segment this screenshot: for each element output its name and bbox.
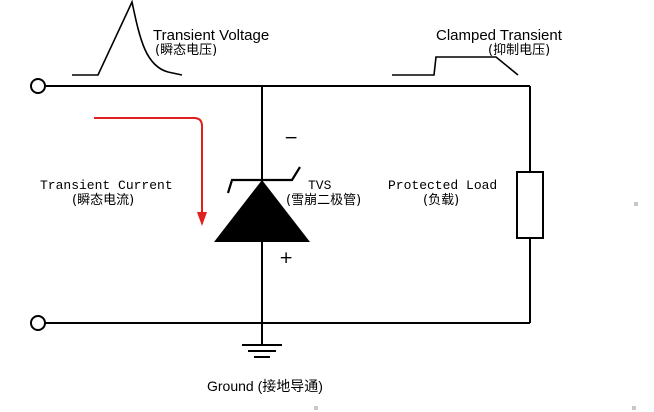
tvs-cn-label: (雪崩二极管) xyxy=(286,193,362,208)
transient-voltage-label: Transient Voltage xyxy=(153,27,270,44)
transient-voltage-waveform xyxy=(72,0,183,76)
transient-current-cn-label: (瞬态电流) xyxy=(72,193,135,208)
top-input-terminal xyxy=(30,78,46,94)
transient-current-label: Transient Current xyxy=(40,178,173,193)
bottom-input-terminal xyxy=(30,315,46,331)
edge-dot-right xyxy=(634,202,638,206)
tvs-minus-sign: − xyxy=(284,128,299,148)
clamped-transient-label: Clamped Transient xyxy=(436,27,562,44)
transient-voltage-cn-label: (瞬态电压) xyxy=(155,43,218,58)
protected-load-cn-label: (负载) xyxy=(423,193,460,208)
edge-dot-bottom-center xyxy=(314,406,318,410)
transient-current-arrow xyxy=(94,117,203,214)
edge-dot-bottom-right xyxy=(632,406,636,410)
load-resistor xyxy=(516,171,544,239)
tvs-diode-triangle xyxy=(214,180,310,242)
transient-current-arrowhead xyxy=(197,212,207,226)
tvs-plus-sign: + xyxy=(279,248,294,268)
ground-label: Ground (接地导通) xyxy=(207,378,323,394)
clamped-transient-waveform xyxy=(392,56,519,76)
tvs-label: TVS xyxy=(308,178,332,193)
clamped-transient-cn-label: (抑制电压) xyxy=(488,43,551,58)
protected-load-label: Protected Load xyxy=(388,178,498,193)
